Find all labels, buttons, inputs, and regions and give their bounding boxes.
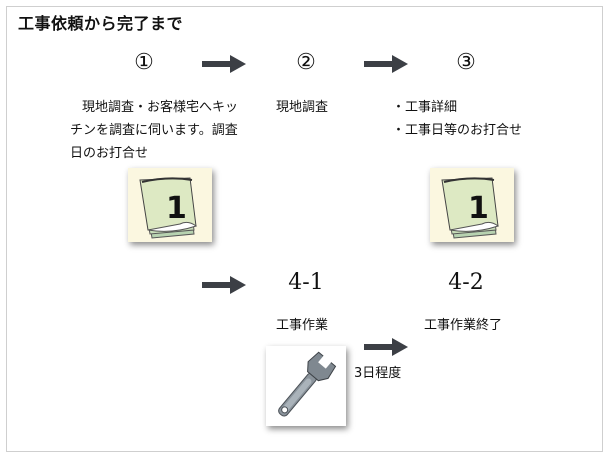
step-2-number: ② (296, 50, 316, 75)
calendar-icon: 1 (128, 168, 212, 242)
step-4-2-description: 工事作業終了 (424, 318, 503, 333)
diagram-frame (6, 6, 603, 452)
wrench-icon (266, 346, 346, 426)
right-arrow-icon (202, 276, 246, 294)
calendar-digit: 1 (166, 191, 187, 226)
page-title: 工事依頼から完了まで (18, 14, 184, 33)
step-4-1-description: 工事作業 (276, 318, 329, 333)
calendar-icon: 1 (430, 168, 514, 242)
right-arrow-icon (364, 55, 408, 73)
step-3-line-1: ・工事詳細 (392, 100, 458, 115)
step-2-description: 現地調査 (276, 100, 329, 115)
step-4-2-number: 4-2 (448, 270, 484, 295)
calendar-digit: 1 (468, 191, 489, 226)
duration-label: 3日程度 (354, 366, 402, 381)
step-1-number: ① (134, 50, 154, 75)
step-4-1-number: 4-1 (288, 270, 324, 295)
right-arrow-icon (364, 338, 408, 356)
right-arrow-icon (202, 55, 246, 73)
step-1-description: 現地調査・お客様宅へキッチンを調査に伺います。調査日のお打合せ (70, 100, 239, 161)
step-3-line-2: ・工事日等のお打合せ (392, 123, 523, 138)
step-3-number: ③ (456, 50, 476, 75)
